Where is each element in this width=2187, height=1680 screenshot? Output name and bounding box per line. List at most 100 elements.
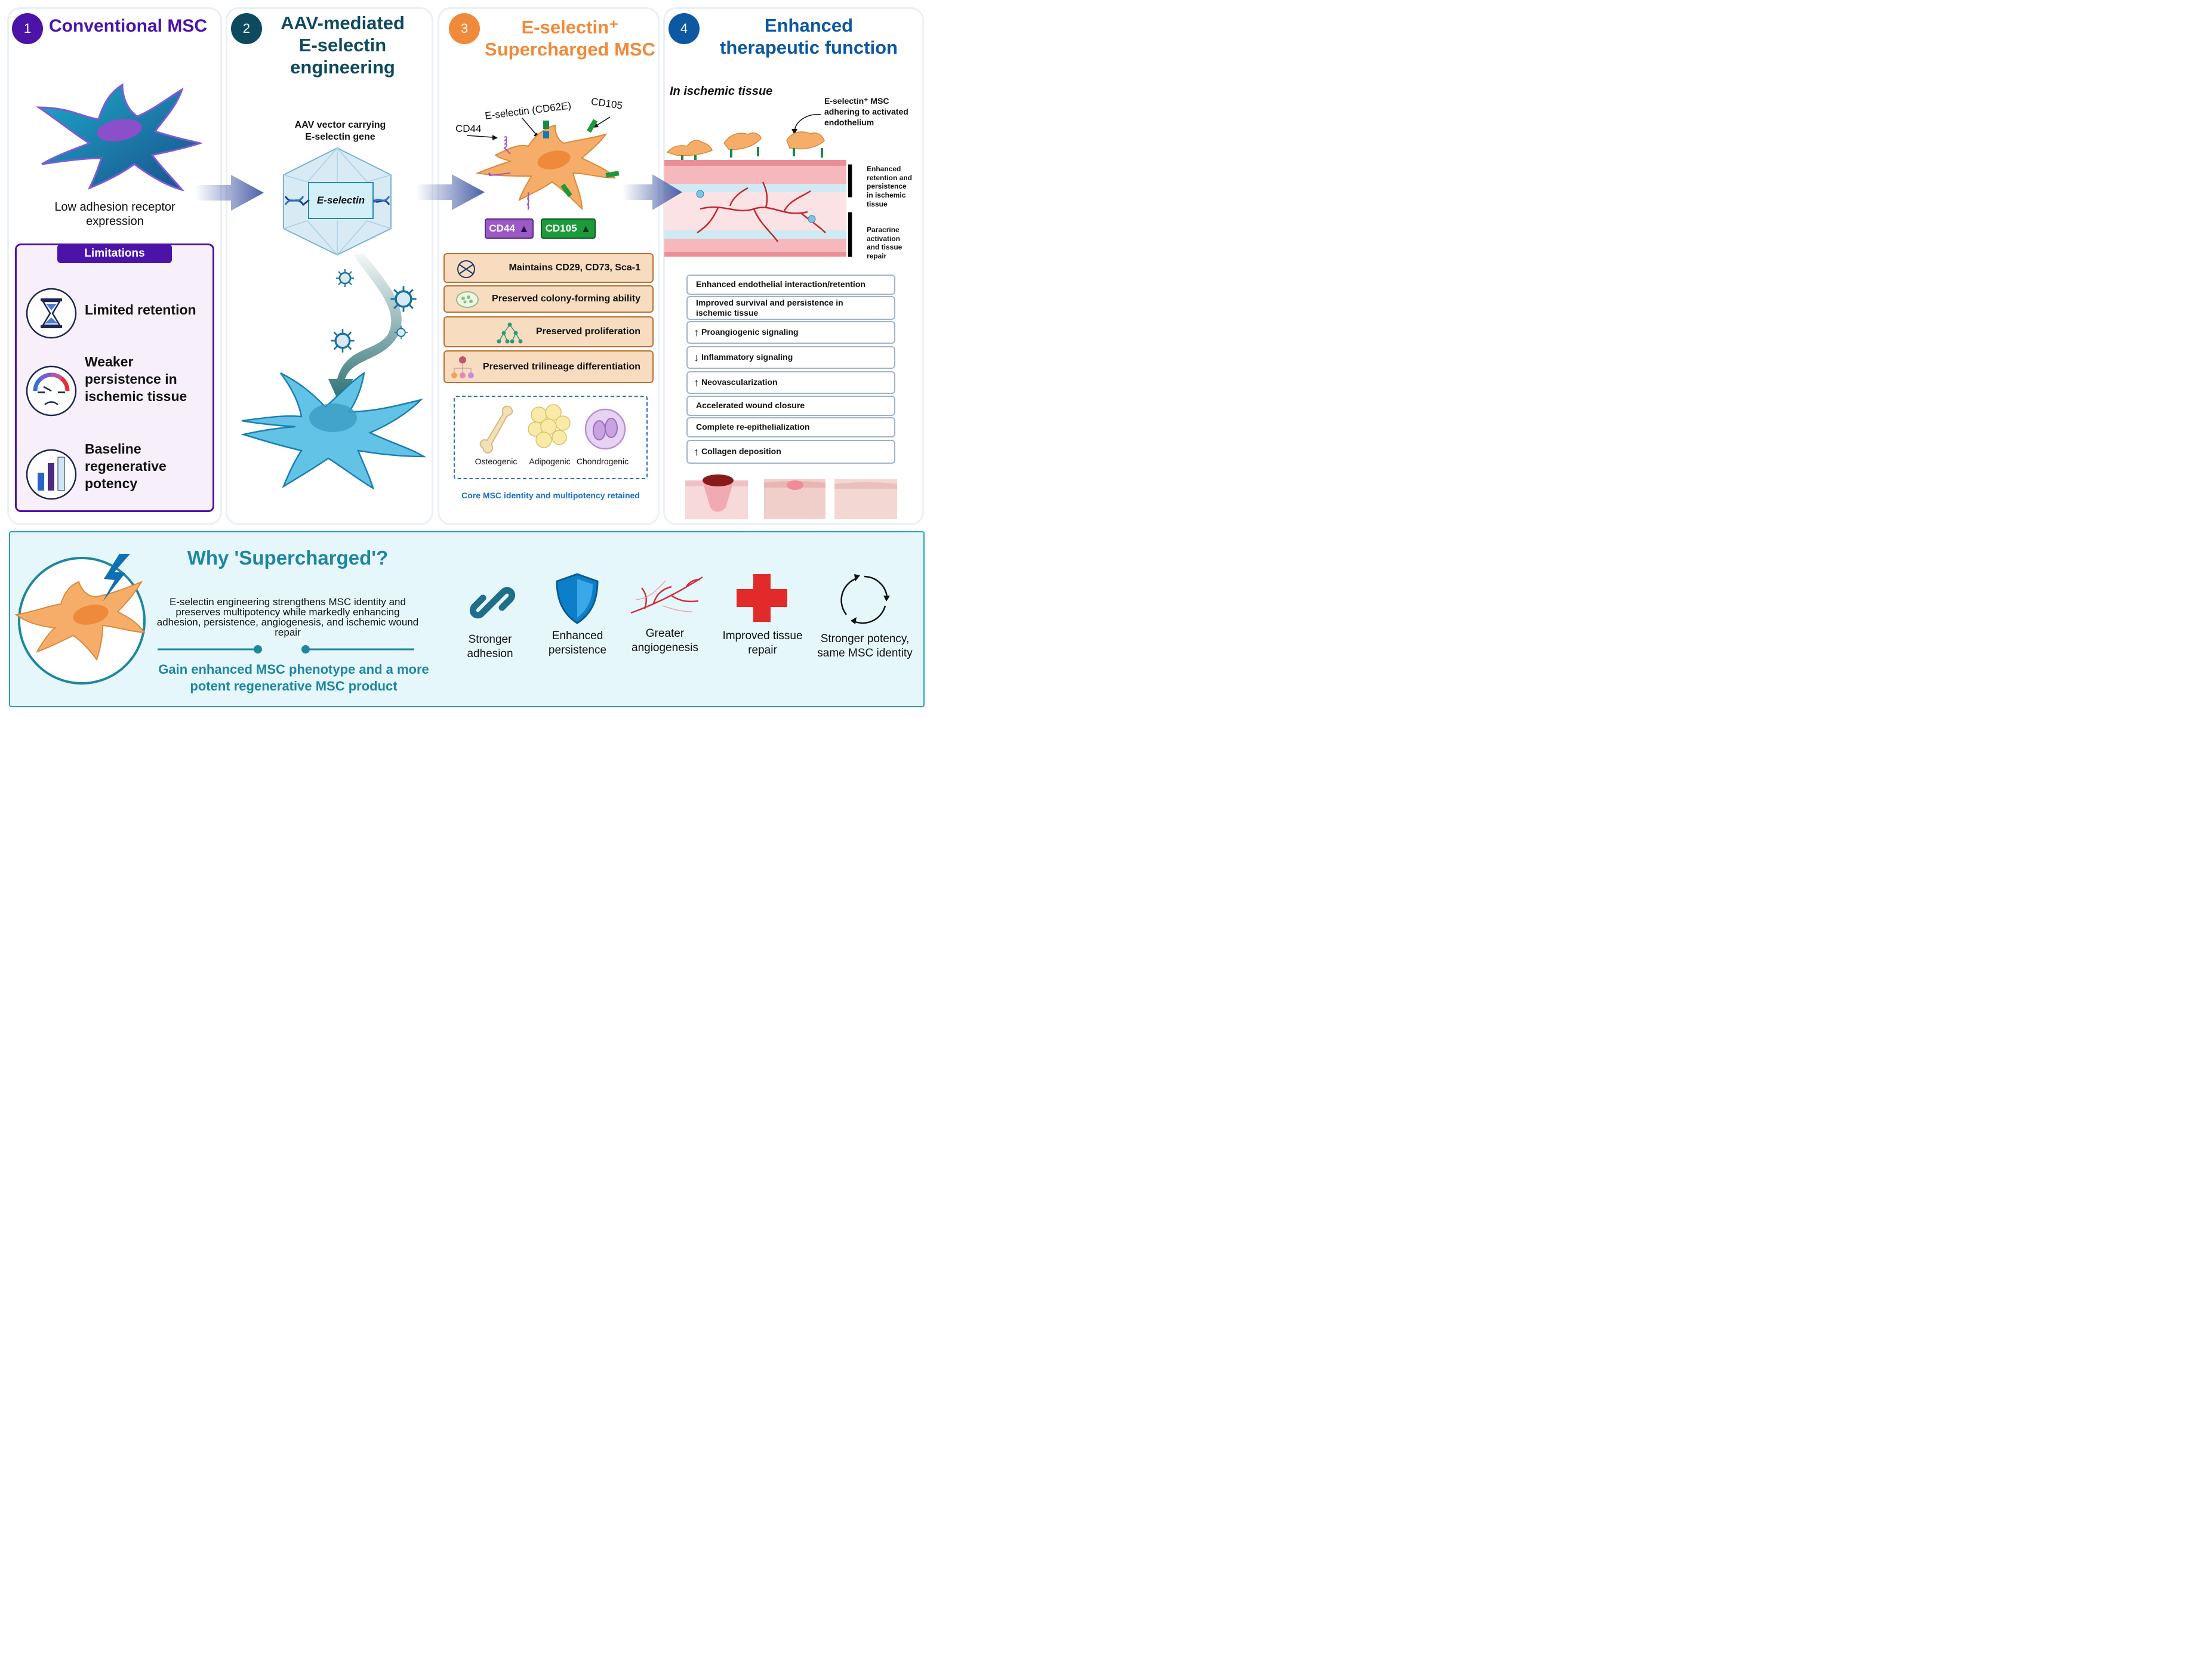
- why-supercharged-banner: [9, 531, 925, 707]
- limitations-header: Limitations: [57, 244, 172, 263]
- ischemic-vessel-illustration: [664, 114, 852, 257]
- effect-item: Improved survival and persistence in isc…: [686, 296, 895, 320]
- property-markers: Maintains CD29, CD73, Sca-1: [443, 253, 654, 283]
- adhering-line-3: endothelium: [824, 118, 874, 128]
- panel1-title: Conventional MSC: [49, 16, 208, 36]
- panel3-title-line-2: Supercharged MSC: [485, 39, 655, 60]
- limitation-2: Weaker persistence in ischemic tissue: [85, 353, 187, 405]
- benefit-3-line-1: Greater: [645, 627, 685, 640]
- panel1-caption: Low adhesion receptor expression: [36, 200, 194, 229]
- bracket1-line-3: persistence: [867, 182, 907, 191]
- effect-arrow: ↑: [694, 445, 699, 458]
- adipocyte-cluster-icon: [528, 404, 571, 448]
- benefit-label-adhesion: Stronger adhesion: [454, 633, 526, 661]
- why-supercharged-description: E-selectin engineering strengthens MSC i…: [156, 596, 419, 638]
- panel3-title: E-selectin⁺ Supercharged MSC: [480, 16, 660, 60]
- tagline-line-2: potent regenerative MSC product: [190, 678, 398, 693]
- panel2-title-line-2: E-selectin: [298, 35, 387, 56]
- benefit-1-line-1: Stronger: [468, 633, 512, 646]
- panel3-footer: Core MSC identity and multipotency retai…: [461, 491, 640, 500]
- benefit-label-angiogenesis: Greater angiogenesis: [627, 627, 703, 655]
- limitation-2-line-1: Weaker: [85, 354, 134, 369]
- bracket2-line-2: activation: [867, 234, 901, 243]
- virus-particle-icon: [331, 329, 355, 353]
- petri-dish-icon: [456, 291, 479, 308]
- cd44-badge-label: CD44: [489, 223, 515, 234]
- bracket1-line-2: retention and: [867, 173, 913, 182]
- cd105-badge-label: CD105: [545, 223, 577, 234]
- effect-arrow: ↓: [694, 351, 699, 363]
- cd44-label: CD44: [455, 123, 482, 134]
- chain-link-icon: [469, 587, 516, 619]
- panel4-title: Enhanced therapeutic function: [704, 14, 913, 58]
- effect-label: Collagen deposition: [701, 446, 781, 457]
- chondrocyte-icon: [584, 408, 626, 450]
- bracket1-line-1: Enhanced: [867, 165, 901, 173]
- why-supercharged-title: Why 'Supercharged'?: [187, 547, 389, 569]
- target-msc-cell: [241, 371, 427, 490]
- benefit-5-line-2: same MSC identity: [817, 646, 913, 659]
- effect-label: Inflammatory signaling: [701, 352, 793, 362]
- lineage-box: [454, 396, 648, 479]
- effect-label: Neovascularization: [701, 377, 778, 387]
- bracket2-line-4: repair: [867, 251, 887, 260]
- flow-arrow-1-to-2: [195, 175, 264, 211]
- bar-chart-icon: [26, 449, 77, 500]
- panel4-title-line-1: Enhanced: [764, 15, 854, 36]
- effect-item: Accelerated wound closure: [686, 396, 895, 416]
- limitation-1-line-1: Limited retention: [85, 302, 196, 317]
- flow-arrow-2-to-3: [416, 174, 485, 210]
- effect-item: ↑Neovascularization: [686, 371, 895, 394]
- benefit-4-line-1: Improved tissue: [722, 630, 803, 642]
- limitation-3: Baseline regenerative potency: [85, 440, 167, 492]
- panel3-title-line-1: E-selectin⁺: [521, 17, 619, 38]
- limitation-3-line-2: regenerative: [85, 458, 167, 474]
- property-1-label: Maintains CD29, CD73, Sca-1: [509, 263, 640, 273]
- lineage-label-osteogenic: Osteogenic: [475, 457, 518, 466]
- trilineage-icon: [451, 356, 474, 378]
- bracket1-line-4: in ischemic: [867, 190, 906, 199]
- caption-line-2: expression: [86, 215, 144, 228]
- bracket1-line-5: tissue: [867, 199, 888, 208]
- timeline-divider: [158, 645, 414, 653]
- vessels-icon: [630, 576, 703, 614]
- panel4-title-line-2: therapeutic function: [720, 37, 898, 58]
- benefit-3-line-2: angiogenesis: [632, 641, 698, 654]
- limitation-2-line-2: persistence in: [85, 371, 177, 387]
- effect-arrow: ↑: [694, 326, 699, 338]
- property-colony: Preserved colony-forming ability: [443, 285, 654, 313]
- hourglass-icon: [26, 288, 77, 339]
- benefit-5-line-1: Stronger potency,: [820, 633, 910, 645]
- step-number-4: 4: [669, 13, 700, 44]
- cycle-arrows-icon: [840, 574, 890, 624]
- effect-label: Complete re-epithelialization: [696, 422, 810, 432]
- virus-particle-icon: [336, 269, 354, 287]
- dna-right-icon: [372, 196, 390, 205]
- property-2-label: Preserved colony-forming ability: [492, 294, 640, 304]
- effect-item: ↑Proangiogenic signaling: [686, 321, 895, 344]
- effect-label: Enhanced endothelial interaction/retenti…: [696, 279, 865, 289]
- flow-arrow-3-to-4: [623, 174, 682, 210]
- supercharged-cell-illustration: [466, 116, 620, 211]
- cd105-upregulated-badge: CD105 ▲: [541, 218, 596, 239]
- bracket-label-paracrine: Paracrine activation and tissue repair: [867, 226, 902, 261]
- cell-markers-icon: [457, 260, 475, 278]
- effect-item: Enhanced endothelial interaction/retenti…: [686, 275, 895, 295]
- adhering-msc-label: E-selectin⁺ MSC adhering to activated en…: [824, 95, 908, 128]
- adhering-line-2: adhering to activated: [824, 107, 908, 117]
- medical-cross-icon: [737, 574, 787, 622]
- virus-particle-icon: [394, 325, 408, 340]
- effect-label: Accelerated wound closure: [696, 400, 805, 411]
- shield-icon: [556, 573, 599, 624]
- effect-label: Proangiogenic signaling: [701, 327, 799, 337]
- step-number-2: 2: [231, 13, 262, 44]
- dna-left-icon: [284, 196, 310, 206]
- msc-cell-illustration: [36, 83, 204, 192]
- effect-item: ↓Inflammatory signaling: [686, 346, 895, 369]
- benefit-1-line-2: adhesion: [467, 647, 513, 660]
- supercharged-cell-icon: [14, 554, 146, 685]
- virus-particle-icon: [390, 286, 417, 312]
- ischemic-context-label: In ischemic tissue: [670, 85, 773, 98]
- benefit-label-persistence: Enhanced persistence: [540, 629, 615, 658]
- limitation-2-line-3: ischemic tissue: [85, 388, 187, 404]
